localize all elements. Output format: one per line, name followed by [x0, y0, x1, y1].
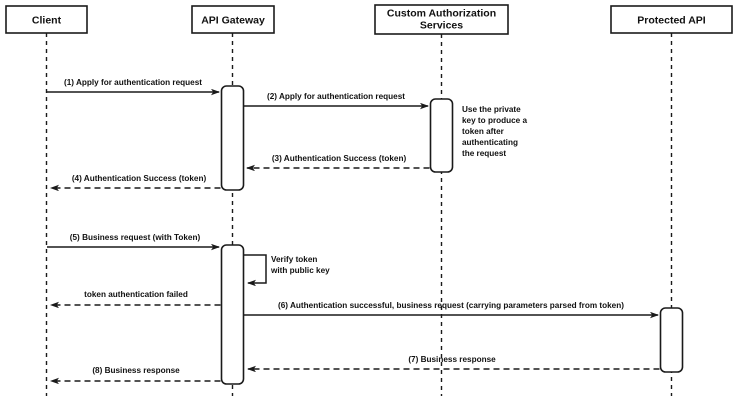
- participant-header-protected-api[interactable]: Protected API: [610, 5, 733, 34]
- message-6[interactable]: (6) Authentication successful, business …: [243, 301, 659, 319]
- note-private-key-line5: the request: [462, 149, 506, 158]
- message-8[interactable]: (8) Business response: [50, 366, 221, 385]
- message-5[interactable]: (5) Business request (with Token): [47, 233, 220, 251]
- message-5-label: (5) Business request (with Token): [70, 233, 201, 242]
- message-2[interactable]: (2) Apply for authentication request: [243, 92, 429, 110]
- participant-label-api-gateway: API Gateway: [201, 14, 265, 26]
- activation-api-gateway-1: [220, 85, 245, 191]
- note-private-key-line1: Use the private: [462, 105, 521, 114]
- message-self-verify-token-label-line2: with public key: [270, 266, 330, 275]
- message-1-label: (1) Apply for authentication request: [64, 78, 202, 87]
- activation-custom-auth-1: [429, 98, 454, 173]
- message-4[interactable]: (4) Authentication Success (token): [50, 174, 221, 192]
- message-7-label: (7) Business response: [408, 355, 496, 364]
- note-private-key: Use the private key to produce a token a…: [462, 105, 528, 158]
- participant-box-protected-api: [610, 5, 733, 34]
- participant-label-client: Client: [32, 14, 62, 26]
- activation-api-gateway-2: [220, 244, 245, 385]
- participant-header-api-gateway[interactable]: API Gateway: [191, 5, 275, 34]
- note-private-key-line2: key to produce a: [462, 116, 528, 125]
- message-token-authentication-failed-label: token authentication failed: [84, 290, 188, 299]
- activation-protected-api-1: [659, 307, 684, 373]
- message-2-label: (2) Apply for authentication request: [267, 92, 405, 101]
- participant-header-custom-auth[interactable]: Custom Authorization Services: [374, 4, 509, 35]
- message-3[interactable]: (3) Authentication Success (token): [246, 154, 430, 172]
- message-3-label: (3) Authentication Success (token): [272, 154, 407, 163]
- participant-label-protected-api: Protected API: [637, 14, 706, 26]
- participant-header-client[interactable]: Client: [5, 5, 88, 34]
- participant-label-custom-auth-line2: Services: [420, 19, 463, 31]
- message-self-verify-token-arrow: [243, 254, 267, 287]
- message-1[interactable]: (1) Apply for authentication request: [47, 78, 220, 96]
- message-self-verify-token[interactable]: Verify token with public key: [243, 254, 331, 287]
- message-4-label: (4) Authentication Success (token): [72, 174, 207, 183]
- message-6-label: (6) Authentication successful, business …: [278, 301, 624, 310]
- message-token-authentication-failed[interactable]: token authentication failed: [50, 290, 221, 309]
- note-private-key-line4: authenticating: [462, 138, 518, 147]
- message-self-verify-token-label-line1: Verify token: [271, 255, 317, 264]
- note-private-key-line3: token after: [462, 127, 505, 136]
- message-7[interactable]: (7) Business response: [247, 355, 660, 373]
- message-8-label: (8) Business response: [92, 366, 180, 375]
- participant-label-custom-auth-line1: Custom Authorization: [387, 7, 496, 19]
